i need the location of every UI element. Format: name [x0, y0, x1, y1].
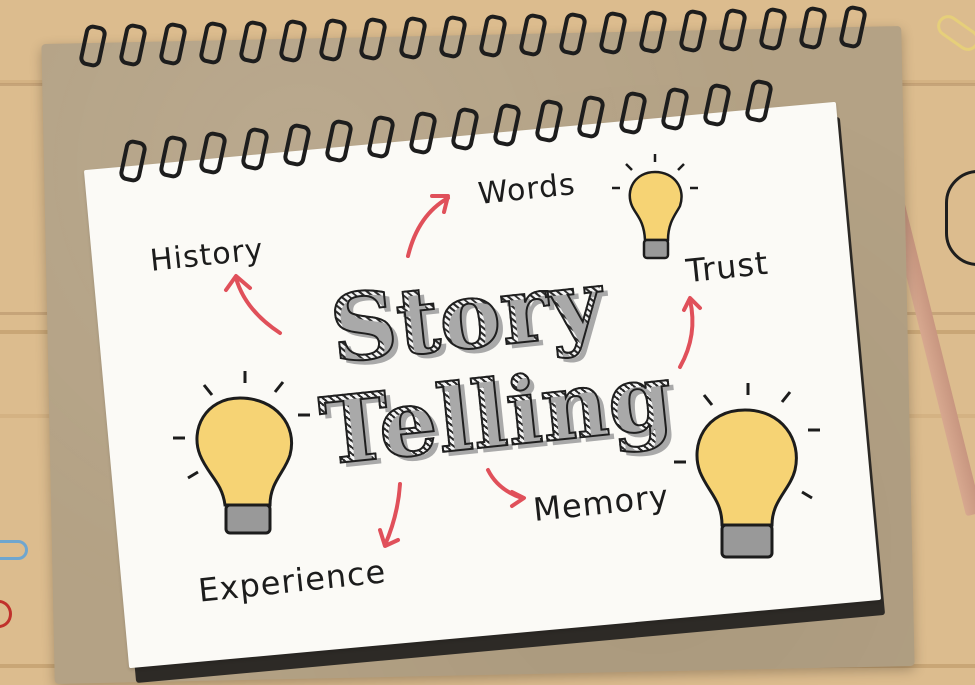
blue-paperclip: [0, 540, 28, 560]
